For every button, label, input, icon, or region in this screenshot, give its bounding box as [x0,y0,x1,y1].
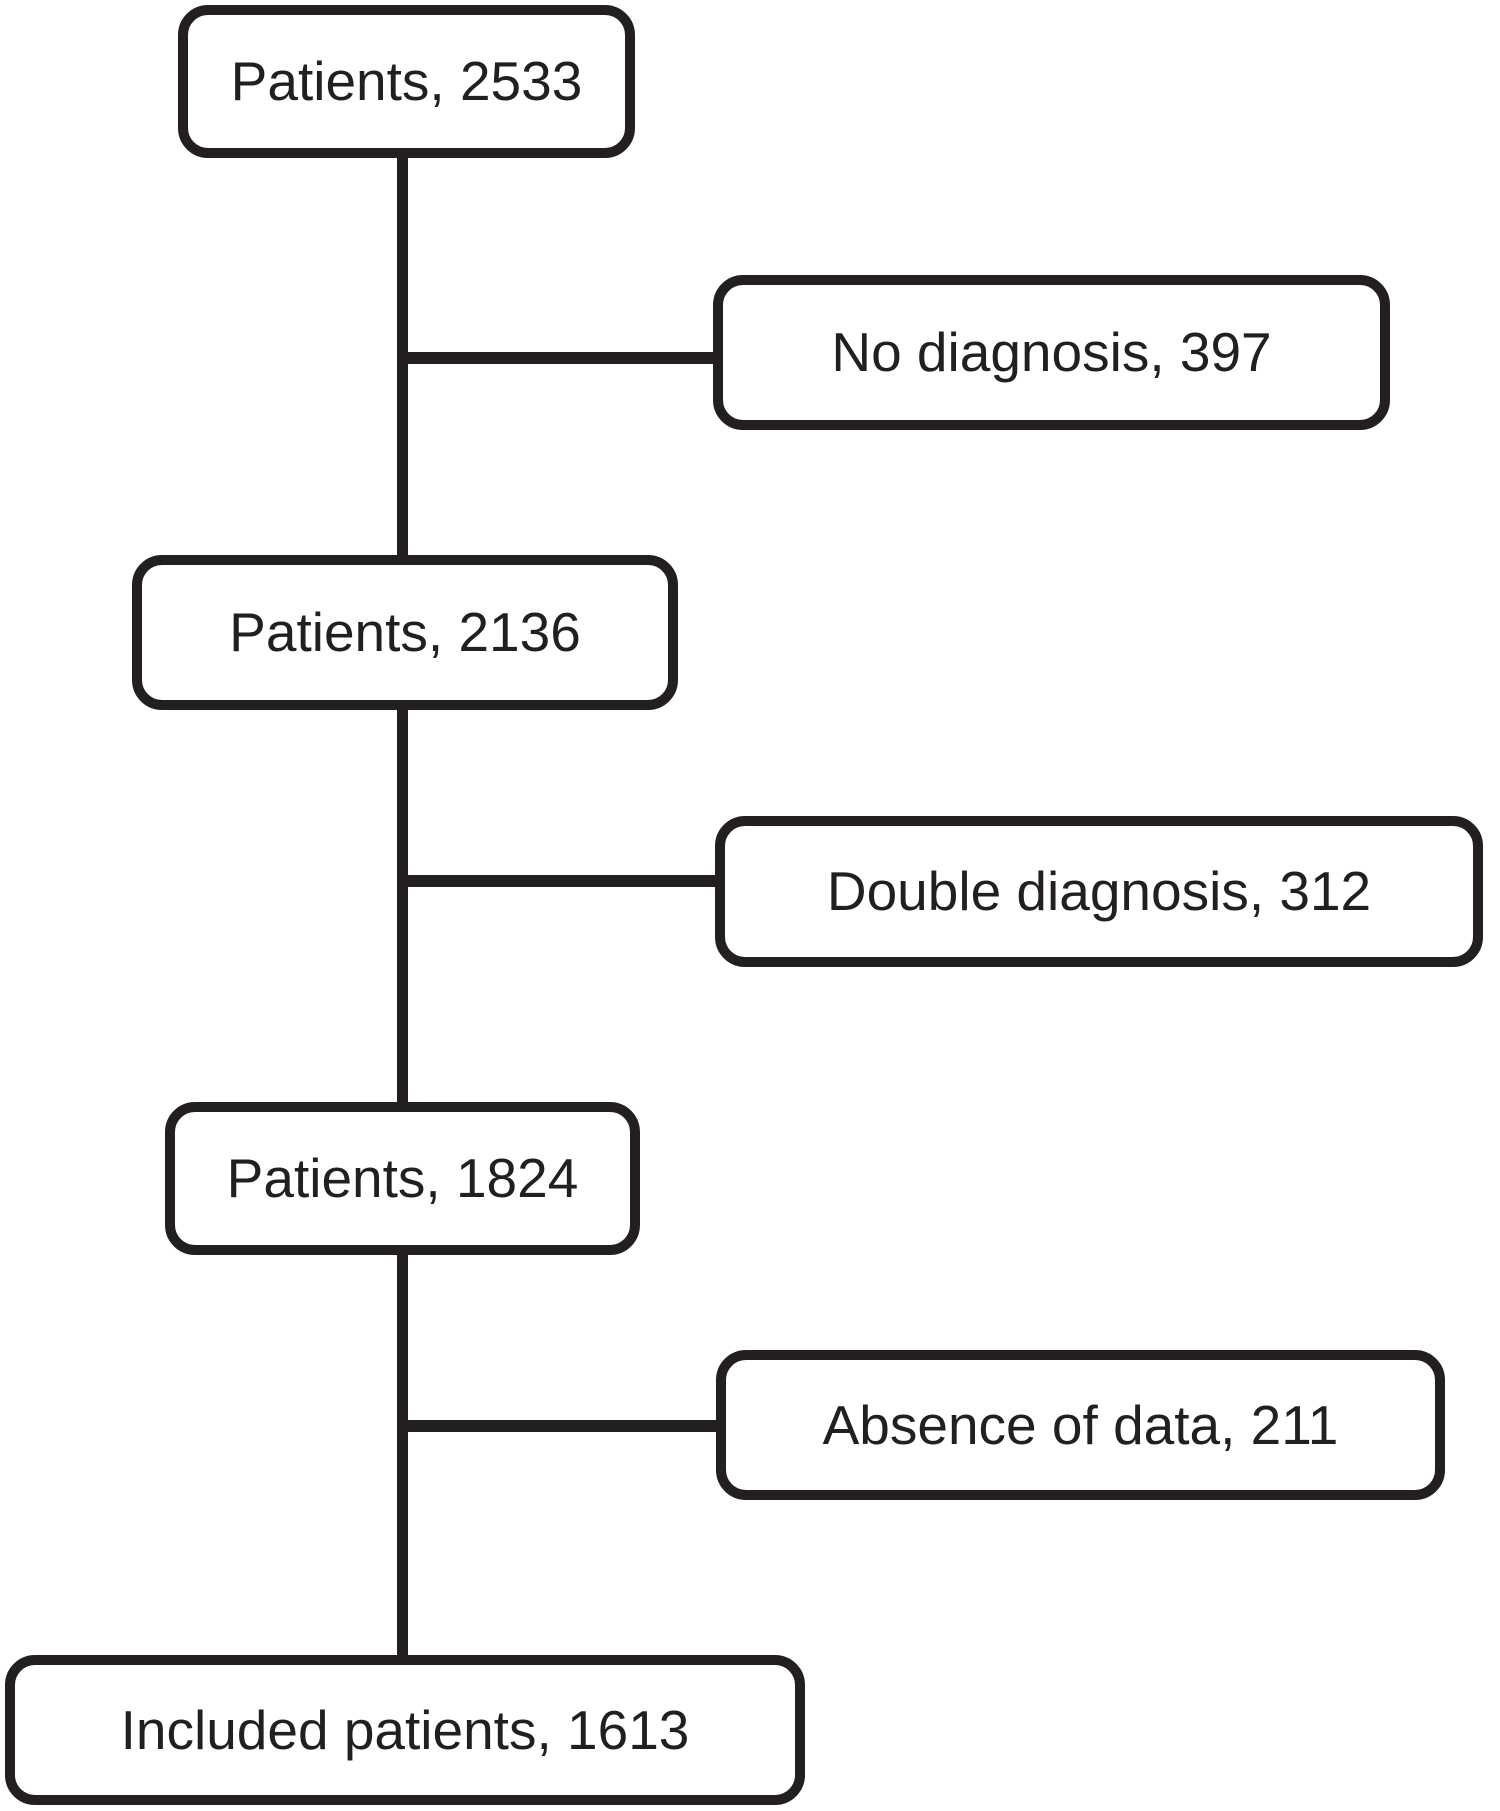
node-double-diagnosis-312: Double diagnosis, 312 [715,816,1483,967]
node-absence-of-data-211-label: Absence of data, 211 [822,1393,1339,1456]
connector-to-double-diagnosis [402,875,720,887]
node-patients-2136: Patients, 2136 [132,555,678,710]
node-no-diagnosis-397-label: No diagnosis, 397 [831,321,1272,384]
node-patients-2136-label: Patients, 2136 [229,601,581,664]
node-double-diagnosis-312-label: Double diagnosis, 312 [826,860,1372,923]
node-no-diagnosis-397: No diagnosis, 397 [713,275,1390,430]
node-patients-1824-label: Patients, 1824 [226,1147,579,1210]
node-patients-2533: Patients, 2533 [178,5,635,158]
connector-to-no-diagnosis [402,352,720,364]
node-included-patients-1613: Included patients, 1613 [5,1655,805,1805]
connector-to-absence-of-data [402,1420,720,1432]
node-patients-2533-label: Patients, 2533 [230,50,583,113]
connector-main-vertical-line [397,150,408,1660]
node-included-patients-1613-label: Included patients, 1613 [120,1698,690,1761]
node-patients-1824: Patients, 1824 [165,1102,640,1255]
node-absence-of-data-211: Absence of data, 211 [716,1350,1445,1500]
